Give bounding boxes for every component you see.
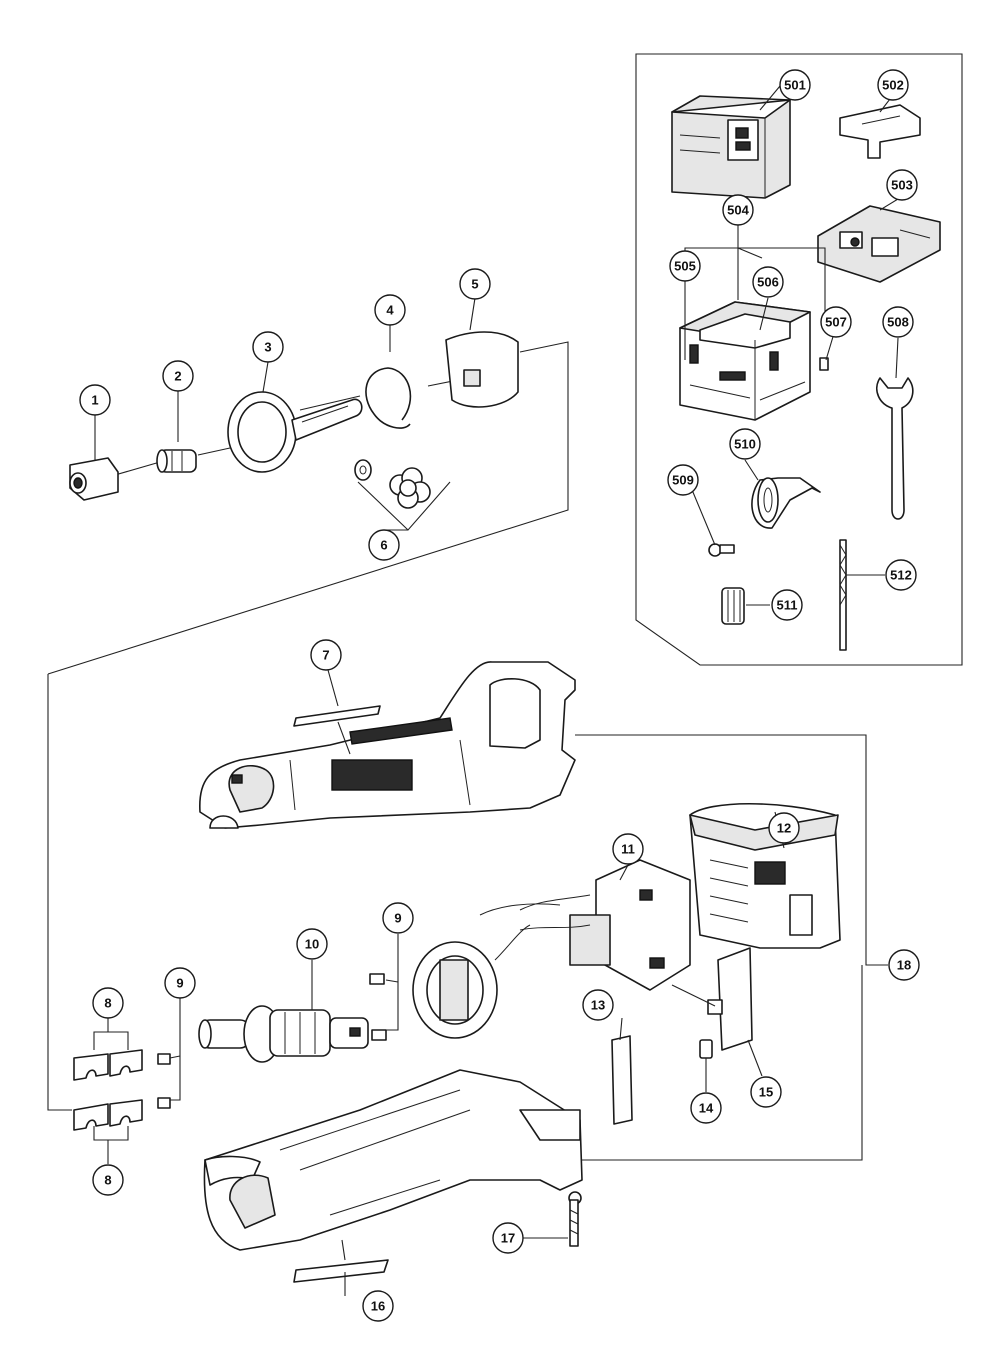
base-ring-drawing — [227, 391, 363, 473]
callout-9-left: 9 — [164, 967, 196, 999]
callout-12: 12 — [768, 812, 800, 844]
callout-505: 505 — [669, 250, 701, 282]
callout-7: 7 — [310, 639, 342, 671]
main-frame-leaders — [47, 674, 888, 1161]
callout-17: 17 — [492, 1222, 524, 1254]
svg-text:510: 510 — [734, 437, 756, 452]
callout-16: 16 — [362, 1290, 394, 1322]
svg-text:504: 504 — [727, 203, 749, 218]
svg-text:508: 508 — [887, 315, 909, 330]
callout-18: 18 — [888, 949, 920, 981]
svg-text:507: 507 — [825, 315, 847, 330]
callout-6: 6 — [368, 529, 400, 561]
carbon-brushes-drawing — [157, 973, 387, 1109]
carrying-case-drawing — [679, 301, 829, 421]
callout-508: 508 — [882, 306, 914, 338]
callout-512: 512 — [885, 559, 917, 591]
callout-8-bottom: 8 — [92, 1164, 124, 1196]
svg-text:509: 509 — [672, 473, 694, 488]
callout-504: 504 — [722, 194, 754, 226]
svg-text:17: 17 — [501, 1231, 515, 1246]
svg-text:13: 13 — [591, 998, 605, 1013]
callout-501: 501 — [779, 69, 811, 101]
bearing-holders-drawing — [73, 1049, 143, 1131]
label-sticker-7 — [293, 705, 381, 727]
callout-2: 2 — [162, 360, 194, 392]
controller-drawing — [479, 859, 691, 991]
svg-text:9: 9 — [394, 911, 401, 926]
upper-housing-drawing — [199, 661, 576, 829]
stator-drawing — [412, 924, 531, 1039]
lower-housing-drawing — [203, 1069, 583, 1251]
svg-text:501: 501 — [784, 78, 806, 93]
callout-509: 509 — [667, 464, 699, 496]
knob-drawing — [354, 459, 431, 509]
screw-509-drawing — [708, 543, 735, 557]
svg-text:6: 6 — [380, 538, 387, 553]
charger-drawing — [671, 95, 791, 199]
svg-text:18: 18 — [897, 958, 911, 973]
callout-510: 510 — [729, 428, 761, 460]
svg-text:502: 502 — [882, 78, 904, 93]
svg-text:512: 512 — [890, 568, 912, 583]
wrench-drawing — [876, 377, 914, 520]
callout-1: 1 — [79, 384, 111, 416]
svg-text:11: 11 — [621, 842, 635, 857]
svg-text:4: 4 — [386, 303, 394, 318]
callout-3: 3 — [252, 331, 284, 363]
svg-text:14: 14 — [699, 1101, 714, 1116]
armature-drawing — [198, 1005, 369, 1063]
svg-text:1: 1 — [91, 393, 98, 408]
nut-drawing — [69, 457, 119, 501]
label-sticker-13 — [611, 1035, 633, 1125]
battery-drawing — [689, 803, 841, 949]
callout-14: 14 — [690, 1092, 722, 1124]
svg-text:505: 505 — [674, 259, 696, 274]
callout-9-right: 9 — [382, 902, 414, 934]
drill-bit-drawing — [839, 539, 847, 651]
accessory-frame — [635, 53, 963, 666]
spring-drawing — [699, 1039, 713, 1059]
callout-503: 503 — [886, 169, 918, 201]
callout-507: 507 — [820, 306, 852, 338]
screw-17-drawing — [568, 1191, 582, 1247]
svg-text:7: 7 — [322, 648, 329, 663]
svg-text:16: 16 — [371, 1299, 385, 1314]
svg-text:2: 2 — [174, 369, 181, 384]
adapter-cover-drawing — [839, 104, 921, 159]
callout-502: 502 — [877, 69, 909, 101]
svg-text:506: 506 — [757, 275, 779, 290]
svg-text:5: 5 — [471, 277, 478, 292]
collet-drawing — [156, 449, 197, 473]
callout-11: 11 — [612, 833, 644, 865]
svg-text:503: 503 — [891, 178, 913, 193]
collet-511-drawing — [721, 587, 745, 625]
svg-text:10: 10 — [305, 937, 319, 952]
callout-15: 15 — [750, 1076, 782, 1108]
sleeve-drawing — [445, 331, 519, 408]
case-insert-drawing — [817, 205, 941, 283]
svg-text:511: 511 — [777, 598, 798, 613]
svg-text:9: 9 — [176, 976, 183, 991]
callout-5: 5 — [459, 268, 491, 300]
switch-drawing — [707, 947, 753, 1051]
label-sticker-16 — [293, 1259, 389, 1283]
callout-506: 506 — [752, 266, 784, 298]
top-left-leaders — [47, 297, 569, 675]
snap-ring-drawing — [365, 367, 412, 429]
guide-drawing — [751, 477, 821, 529]
callout-4: 4 — [374, 294, 406, 326]
callout-13: 13 — [582, 989, 614, 1021]
svg-text:12: 12 — [777, 821, 791, 836]
callout-8-top: 8 — [92, 987, 124, 1019]
callout-10: 10 — [296, 928, 328, 960]
svg-text:15: 15 — [759, 1085, 773, 1100]
callout-511: 511 — [771, 589, 803, 621]
svg-text:3: 3 — [264, 340, 271, 355]
svg-text:8: 8 — [104, 1173, 111, 1188]
svg-text:8: 8 — [104, 996, 111, 1011]
